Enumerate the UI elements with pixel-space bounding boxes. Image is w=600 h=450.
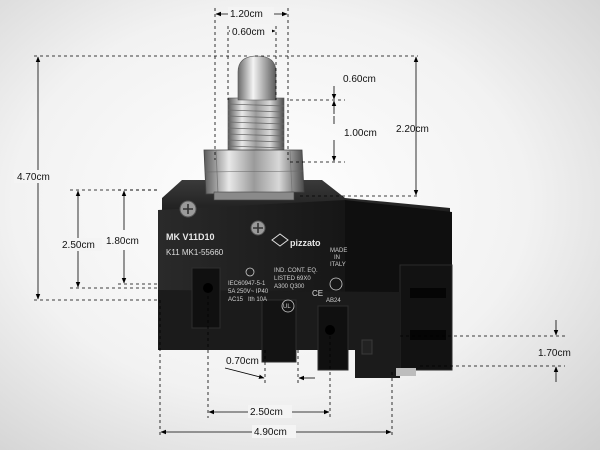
polarity-symbol	[245, 267, 255, 277]
dim-0-60-right-label: 0.60cm	[343, 74, 376, 85]
dim-1-70-label: 1.70cm	[538, 348, 571, 359]
washer	[213, 191, 295, 201]
dim-0-70-leader	[224, 367, 265, 379]
dim-4-70-label: 4.70cm	[17, 172, 50, 183]
plunger-assembly	[203, 55, 305, 201]
ul-text: UL	[283, 304, 291, 310]
plunger-head	[237, 55, 277, 101]
right-end-block	[399, 264, 453, 371]
brand-logo-mark	[271, 233, 289, 247]
hex-nut	[203, 149, 305, 195]
dim-1-80-label: 1.80cm	[106, 236, 139, 247]
switch-body	[158, 180, 453, 378]
ce-mark: CE	[312, 289, 323, 298]
standard-line-2: 5A 250V~ IP40	[228, 289, 269, 295]
dim-2-50-bottom-label: 2.50cm	[250, 407, 283, 418]
ab24-text: AB24	[326, 298, 341, 304]
ind-cont-3: A300 Q300	[274, 284, 305, 290]
terminal-notch-left	[191, 267, 221, 329]
code-text: K11 MK1-55660	[166, 248, 224, 257]
front-label-area: MK V11D10 K11 MK1-55660 IEC60947-5-1 5A …	[166, 232, 347, 313]
dim-1-00-label: 1.00cm	[344, 128, 377, 139]
screw-right	[250, 220, 266, 236]
standard-line-1: IEC60947-5-1	[228, 281, 266, 287]
model-text: MK V11D10	[166, 232, 215, 242]
made-in-1: MADE	[330, 248, 347, 254]
dim-1-20-label: 1.20cm	[230, 9, 263, 20]
right-slot-2	[410, 330, 446, 340]
made-in-2: IN	[334, 255, 340, 261]
ind-cont-2: LISTED 69X0	[274, 276, 311, 282]
dim-2-20-label: 2.20cm	[396, 124, 429, 135]
terminal-small-pad	[361, 339, 373, 355]
dim-0-70-label: 0.70cm	[226, 356, 259, 367]
standard-line-4: Ith 10A	[248, 297, 267, 303]
terminal-hole-left	[203, 283, 213, 293]
made-in-3: ITALY	[330, 262, 346, 268]
dim-2-50-left-label: 2.50cm	[62, 240, 95, 251]
terminal-notch-mid	[261, 299, 297, 363]
ul-mark	[281, 299, 295, 313]
dim-0-60-top-label: 0.60cm	[232, 27, 265, 38]
terminal-foot	[396, 368, 416, 376]
standard-line-3: AC15	[228, 297, 244, 303]
ind-cont-1: IND. CONT. EQ.	[274, 268, 318, 274]
rcm-mark	[329, 277, 343, 291]
screw-left	[179, 200, 197, 218]
terminal-notch-right	[317, 305, 349, 371]
brand-text: pizzato	[290, 238, 321, 248]
dim-4-90-label: 4.90cm	[254, 427, 287, 438]
right-slot-1	[410, 288, 446, 298]
dimension-labels: 1.20cm 0.60cm 0.60cm 1.00cm 2.20cm 4.70c…	[14, 7, 571, 438]
terminal-hole-right	[325, 325, 335, 335]
